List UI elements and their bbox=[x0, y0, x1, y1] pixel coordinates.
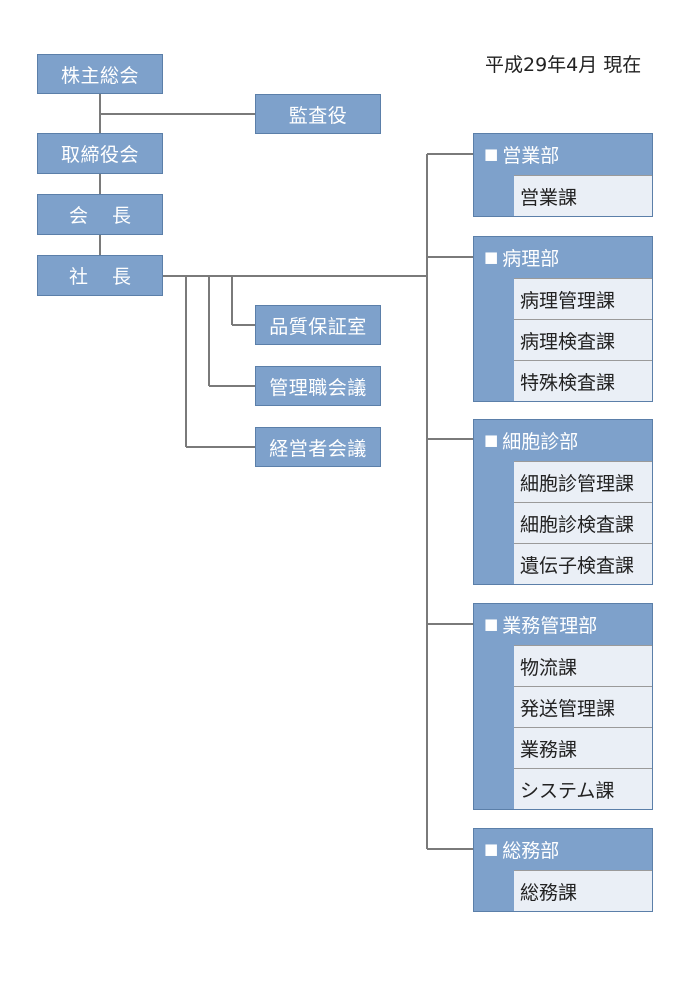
quality-assurance-office-box: 品質保証室 bbox=[255, 305, 381, 345]
square-marker-icon: ■ bbox=[484, 144, 499, 163]
section-list: 病理管理課 病理検査課 特殊検査課 bbox=[514, 278, 652, 401]
president-box: 社長 bbox=[37, 255, 163, 296]
square-marker-icon: ■ bbox=[484, 247, 499, 266]
president-char-1: 社 bbox=[68, 266, 88, 288]
section-item: 細胞診管理課 bbox=[514, 461, 652, 502]
square-marker-icon: ■ bbox=[484, 839, 499, 858]
as-of-date: 平成29年4月 現在 bbox=[485, 54, 642, 76]
section-item: 発送管理課 bbox=[514, 686, 652, 727]
department-general-affairs: ■ 総務部 総務課 bbox=[473, 828, 653, 912]
department-sales: ■ 営業部 営業課 bbox=[473, 133, 653, 217]
department-cytology: ■ 細胞診部 細胞診管理課 細胞診検査課 遺伝子検査課 bbox=[473, 419, 653, 585]
section-item: 遺伝子検査課 bbox=[514, 543, 652, 584]
department-header: ■ 細胞診部 bbox=[474, 420, 652, 461]
square-marker-icon: ■ bbox=[484, 430, 499, 449]
management-meeting-box: 管理職会議 bbox=[255, 366, 381, 406]
section-list: 物流課 発送管理課 業務課 システム課 bbox=[514, 645, 652, 809]
department-header: ■ 病理部 bbox=[474, 237, 652, 278]
section-item: 病理管理課 bbox=[514, 278, 652, 319]
department-name: 営業部 bbox=[502, 145, 560, 167]
executive-meeting-box: 経営者会議 bbox=[255, 427, 381, 467]
section-list: 総務課 bbox=[514, 870, 652, 911]
department-operations-management: ■ 業務管理部 物流課 発送管理課 業務課 システム課 bbox=[473, 603, 653, 810]
department-name: 業務管理部 bbox=[502, 615, 598, 637]
section-item: 特殊検査課 bbox=[514, 360, 652, 401]
board-of-directors-box: 取締役会 bbox=[37, 133, 163, 174]
department-pathology: ■ 病理部 病理管理課 病理検査課 特殊検査課 bbox=[473, 236, 653, 402]
section-item: システム課 bbox=[514, 768, 652, 809]
section-list: 営業課 bbox=[514, 175, 652, 216]
section-item: 総務課 bbox=[514, 870, 652, 911]
section-item: 業務課 bbox=[514, 727, 652, 768]
section-item: 物流課 bbox=[514, 645, 652, 686]
auditor-box: 監査役 bbox=[255, 94, 381, 134]
department-name: 細胞診部 bbox=[502, 431, 579, 453]
section-item: 営業課 bbox=[514, 175, 652, 216]
section-list: 細胞診管理課 細胞診検査課 遺伝子検査課 bbox=[514, 461, 652, 584]
chairman-char-2: 長 bbox=[112, 205, 132, 227]
chairman-char-1: 会 bbox=[68, 205, 88, 227]
section-item: 細胞診検査課 bbox=[514, 502, 652, 543]
chairman-box: 会長 bbox=[37, 194, 163, 235]
department-header: ■ 総務部 bbox=[474, 829, 652, 870]
department-header: ■ 営業部 bbox=[474, 134, 652, 175]
section-item: 病理検査課 bbox=[514, 319, 652, 360]
president-char-2: 長 bbox=[112, 266, 132, 288]
department-name: 総務部 bbox=[502, 840, 560, 862]
department-name: 病理部 bbox=[502, 248, 560, 270]
shareholders-meeting-box: 株主総会 bbox=[37, 54, 163, 94]
department-header: ■ 業務管理部 bbox=[474, 604, 652, 645]
square-marker-icon: ■ bbox=[484, 614, 499, 633]
